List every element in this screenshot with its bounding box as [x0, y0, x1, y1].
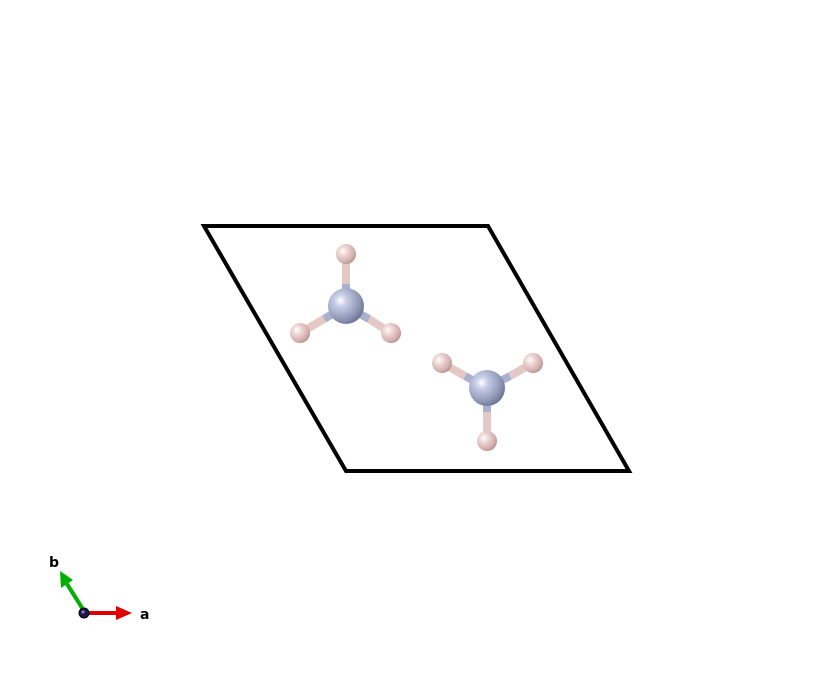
b-axis-label: b — [49, 555, 59, 571]
terminal-atom-1c — [381, 323, 401, 343]
central-atom-1 — [328, 288, 364, 324]
terminal-atom-1b — [290, 323, 310, 343]
a-axis-label: a — [140, 607, 149, 623]
molecule-1 — [290, 244, 401, 343]
a-axis-arrow — [86, 606, 132, 620]
central-atom-2 — [469, 370, 505, 406]
unit-cell-outline — [200, 224, 633, 473]
molecule-2 — [432, 353, 543, 451]
terminal-atom-1a — [336, 244, 356, 264]
terminal-atom-2a — [432, 353, 452, 373]
axis-indicator: a b — [49, 555, 149, 623]
b-axis-arrow — [60, 571, 86, 613]
terminal-atom-2b — [523, 353, 543, 373]
terminal-atom-2c — [477, 431, 497, 451]
